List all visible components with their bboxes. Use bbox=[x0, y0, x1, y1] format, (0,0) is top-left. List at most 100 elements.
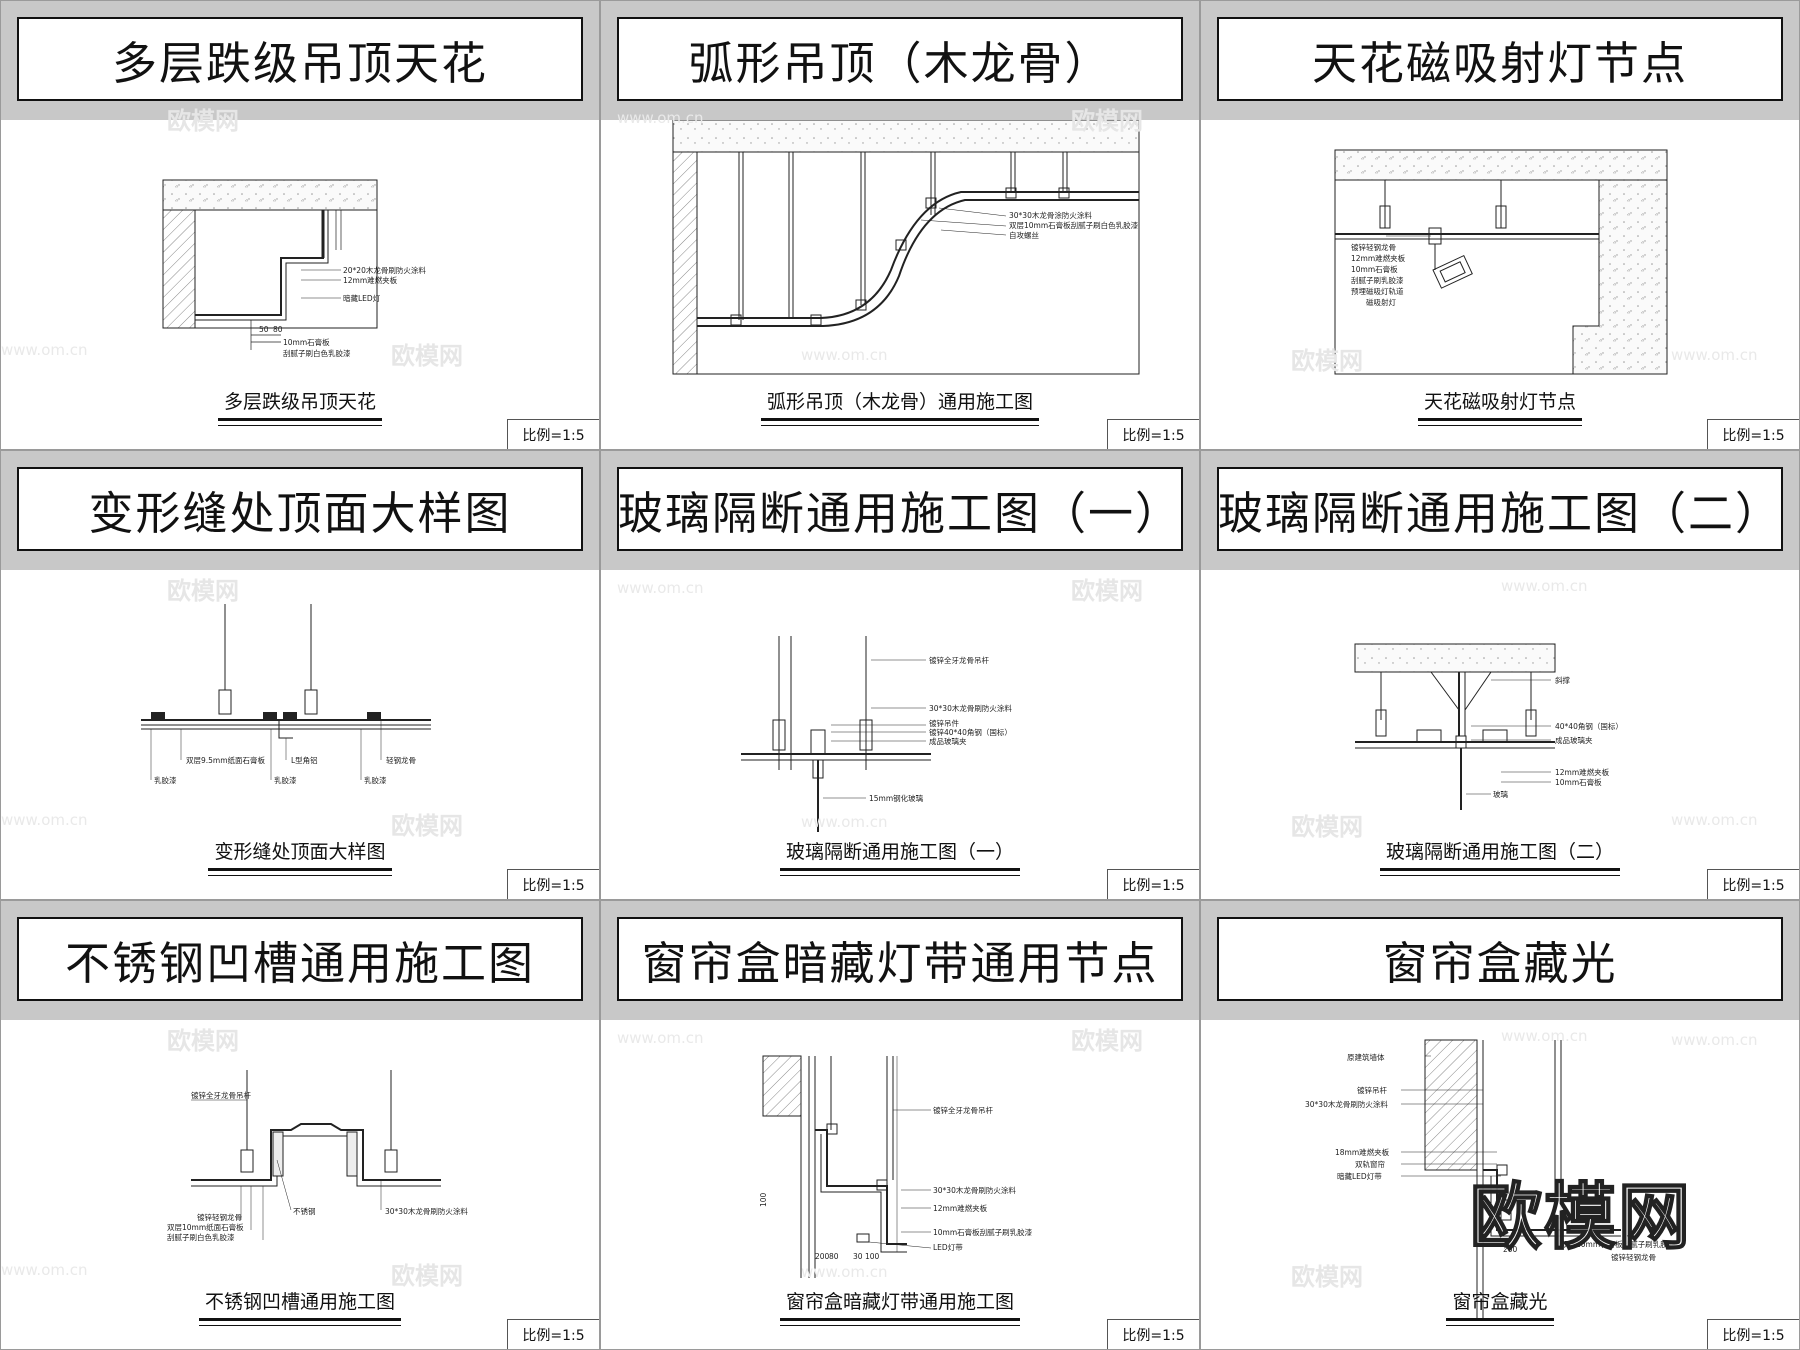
note: 30*30木龙骨刷防火涂料 bbox=[1305, 1099, 1388, 1109]
note: 乳胶漆 bbox=[364, 775, 387, 785]
drawing-caption: 不锈钢凹槽通用施工图 bbox=[1, 1287, 599, 1326]
drawing-caption: 窗帘盒藏光 bbox=[1201, 1287, 1799, 1326]
note: L型角铝 bbox=[291, 755, 318, 765]
note: LED灯带 bbox=[933, 1242, 963, 1252]
note: 乳胶漆 bbox=[154, 775, 177, 785]
scale-label: 比例=1:5 bbox=[507, 869, 599, 899]
panel-7: 不锈钢凹槽通用施工图 镀锌全牙龙骨吊杆 镀锌轻钢龙骨 双层10mm纸面石膏板 刮… bbox=[0, 900, 600, 1350]
note: 双轨窗帘 bbox=[1355, 1159, 1385, 1169]
note: 40*40角钢（国标） bbox=[1555, 721, 1623, 731]
panel-header: 变形缝处顶面大样图 bbox=[1, 451, 599, 570]
panel-header: 窗帘盒暗藏灯带通用节点 bbox=[601, 901, 1199, 1020]
note: 镀锌轻钢龙骨 bbox=[1351, 242, 1396, 252]
drawing-caption: 窗帘盒暗藏灯带通用施工图 bbox=[601, 1287, 1199, 1326]
title-box: 玻璃隔断通用施工图（二） bbox=[1217, 467, 1783, 551]
note: 80 bbox=[273, 325, 283, 334]
detail-drawing: 原建筑墙体 镀锌吊杆 30*30木龙骨刷防火涂料 18mm难燃夹板 双轨窗帘 暗… bbox=[1305, 1039, 1676, 1320]
detail-drawing: 镀锌全牙龙骨吊杆 镀锌轻钢龙骨 双层10mm纸面石膏板 刮腻子刷白色乳胶漆 不锈… bbox=[167, 1070, 468, 1242]
panel-title: 弧形吊顶（木龙骨） bbox=[688, 36, 1112, 90]
scale-label: 比例=1:5 bbox=[507, 419, 599, 449]
panel-title: 窗帘盒藏光 bbox=[1382, 936, 1618, 990]
panel-title: 多层跌级吊顶天花 bbox=[111, 36, 488, 90]
title-box: 弧形吊顶（木龙骨） bbox=[617, 17, 1183, 101]
note: 镀锌吊件 bbox=[929, 718, 959, 728]
note: 成品玻璃夹 bbox=[1555, 735, 1593, 745]
scale-label: 比例=1:5 bbox=[1107, 1319, 1199, 1349]
note: 自攻螺丝 bbox=[1009, 230, 1039, 240]
note: 镀锌全牙龙骨吊杆 bbox=[191, 1090, 251, 1100]
note: 成品玻璃夹 bbox=[929, 736, 967, 746]
note: 12mm难燃夹板 bbox=[1351, 253, 1406, 263]
note: 暗藏LED灯带 bbox=[1337, 1171, 1382, 1181]
drawing-caption: 多层跌级吊顶天花 bbox=[1, 387, 599, 426]
note: 100 bbox=[759, 1192, 768, 1207]
note: 双层9.5mm纸面石膏板 bbox=[186, 755, 266, 765]
panel-header: 玻璃隔断通用施工图（二） bbox=[1201, 451, 1799, 570]
note: 10mm石膏板刮腻子刷乳胶漆 bbox=[933, 1227, 1033, 1237]
note: 12mm难燃夹板 bbox=[343, 275, 398, 285]
detail-drawing: 镀锌轻钢龙骨 12mm难燃夹板 10mm石膏板 刮腻子刷乳胶漆 预埋磁吸灯轨道 … bbox=[1334, 149, 1668, 375]
note: 镀锌40*40角钢（国标） bbox=[929, 727, 1012, 737]
note: 20*20木龙骨刷防火涂料 bbox=[343, 265, 426, 275]
panel-title: 玻璃隔断通用施工图（一） bbox=[618, 486, 1183, 540]
title-box: 玻璃隔断通用施工图（一） bbox=[617, 467, 1183, 551]
note: 10mm石膏板 bbox=[1555, 777, 1602, 787]
scale-label: 比例=1:5 bbox=[1107, 419, 1199, 449]
note: 30*30木龙骨刷防火涂料 bbox=[933, 1185, 1016, 1195]
scale-label: 比例=1:5 bbox=[507, 1319, 599, 1349]
note: 镀锌轻钢龙骨 bbox=[197, 1212, 242, 1222]
panel-header: 多层跌级吊顶天花 bbox=[1, 1, 599, 120]
scale-label: 比例=1:5 bbox=[1107, 869, 1199, 899]
note: 刮腻子刷白色乳胶漆 bbox=[283, 348, 351, 358]
note: 200 bbox=[815, 1252, 830, 1261]
note: 刮腻子刷白色乳胶漆 bbox=[167, 1232, 235, 1242]
detail-drawing: 镀锌全牙龙骨吊杆 30*30木龙骨刷防火涂料 12mm难燃夹板 10mm石膏板刮… bbox=[759, 1055, 1033, 1278]
note: 12mm难燃夹板 bbox=[933, 1203, 988, 1213]
note: 18mm难燃夹板 bbox=[1335, 1147, 1390, 1157]
panel-8: 窗帘盒暗藏灯带通用节点 镀锌全牙龙骨吊杆 30*30木龙骨刷防火涂料 12mm难… bbox=[600, 900, 1200, 1350]
scale-label: 比例=1:5 bbox=[1707, 869, 1799, 899]
panel-title: 天花磁吸射灯节点 bbox=[1311, 36, 1688, 90]
brand-watermark-large: 欧模网 bbox=[1469, 1174, 1693, 1260]
panel-title: 不锈钢凹槽通用施工图 bbox=[64, 936, 535, 990]
note: 斜撑 bbox=[1555, 675, 1571, 685]
detail-drawing: 双层9.5mm纸面石膏板 L型角铝 轻钢龙骨 乳胶漆 乳胶漆 乳胶漆 bbox=[141, 604, 431, 785]
title-box: 变形缝处顶面大样图 bbox=[17, 467, 583, 551]
note: 100 bbox=[865, 1252, 880, 1261]
detail-drawing: 30*30木龙骨涂防火涂料 双层10mm石膏板刮腻子刷白色乳胶漆 自攻螺丝 bbox=[672, 120, 1140, 375]
title-box: 窗帘盒藏光 bbox=[1217, 917, 1783, 1001]
note: 镀锌全牙龙骨吊杆 bbox=[933, 1105, 993, 1115]
note: 镀锌全牙龙骨吊杆 bbox=[929, 655, 989, 665]
note: 预埋磁吸灯轨道 bbox=[1351, 286, 1404, 296]
panel-title: 变形缝处顶面大样图 bbox=[88, 486, 512, 540]
note: 30*30木龙骨刷防火涂料 bbox=[929, 703, 1012, 713]
note: 双层10mm石膏板刮腻子刷乳胶漆 bbox=[1561, 1239, 1676, 1249]
note: 玻璃 bbox=[1493, 789, 1509, 799]
detail-drawing: 镀锌全牙龙骨吊杆 30*30木龙骨刷防火涂料 镀锌吊件 镀锌40*40角钢（国标… bbox=[741, 636, 1012, 832]
panel-1: 多层跌级吊顶天花 20*20木龙骨刷防火涂料 12mm难燃夹板 暗藏LED灯 1… bbox=[0, 0, 600, 450]
note: 30 bbox=[853, 1252, 863, 1261]
note: 12mm难燃夹板 bbox=[1555, 767, 1610, 777]
note: 乳胶漆 bbox=[274, 775, 297, 785]
note: 30*30木龙骨刷防火涂料 bbox=[385, 1206, 468, 1216]
panel-9: 窗帘盒藏光 原建筑墙体 镀锌吊杆 30*30木龙骨刷防火涂料 18mm难燃夹板 … bbox=[1200, 900, 1800, 1350]
panel-2: 弧形吊顶（木龙骨） 30*30木龙骨涂防火涂料 双层10mm石膏板刮腻子刷白色乳… bbox=[600, 0, 1200, 450]
note: 轻钢龙骨 bbox=[386, 755, 416, 765]
note: 50 bbox=[259, 325, 269, 334]
panel-5: 玻璃隔断通用施工图（一） 镀锌全牙龙骨吊杆 30*30木龙骨刷防火涂料 镀锌吊件… bbox=[600, 450, 1200, 900]
note: 双层10mm石膏板刮腻子刷白色乳胶漆 bbox=[1009, 220, 1139, 230]
note: 磁吸射灯 bbox=[1366, 297, 1396, 307]
note: 30*30木龙骨涂防火涂料 bbox=[1009, 210, 1092, 220]
note: 15mm钢化玻璃 bbox=[869, 793, 924, 803]
scale-label: 比例=1:5 bbox=[1707, 419, 1799, 449]
note: 80 bbox=[829, 1252, 839, 1261]
title-box: 多层跌级吊顶天花 bbox=[17, 17, 583, 101]
panel-4: 变形缝处顶面大样图 双层9.5mm纸面石膏板 L型角铝 轻钢龙骨 乳胶漆 乳胶漆… bbox=[0, 450, 600, 900]
drawing-caption: 弧形吊顶（木龙骨）通用施工图 bbox=[601, 387, 1199, 426]
title-box: 窗帘盒暗藏灯带通用节点 bbox=[617, 917, 1183, 1001]
panel-header: 窗帘盒藏光 bbox=[1201, 901, 1799, 1020]
note: 原建筑墙体 bbox=[1347, 1052, 1385, 1062]
note: 镀锌吊杆 bbox=[1357, 1085, 1387, 1095]
scale-label: 比例=1:5 bbox=[1707, 1319, 1799, 1349]
drawing-caption: 玻璃隔断通用施工图（二） bbox=[1201, 837, 1799, 876]
